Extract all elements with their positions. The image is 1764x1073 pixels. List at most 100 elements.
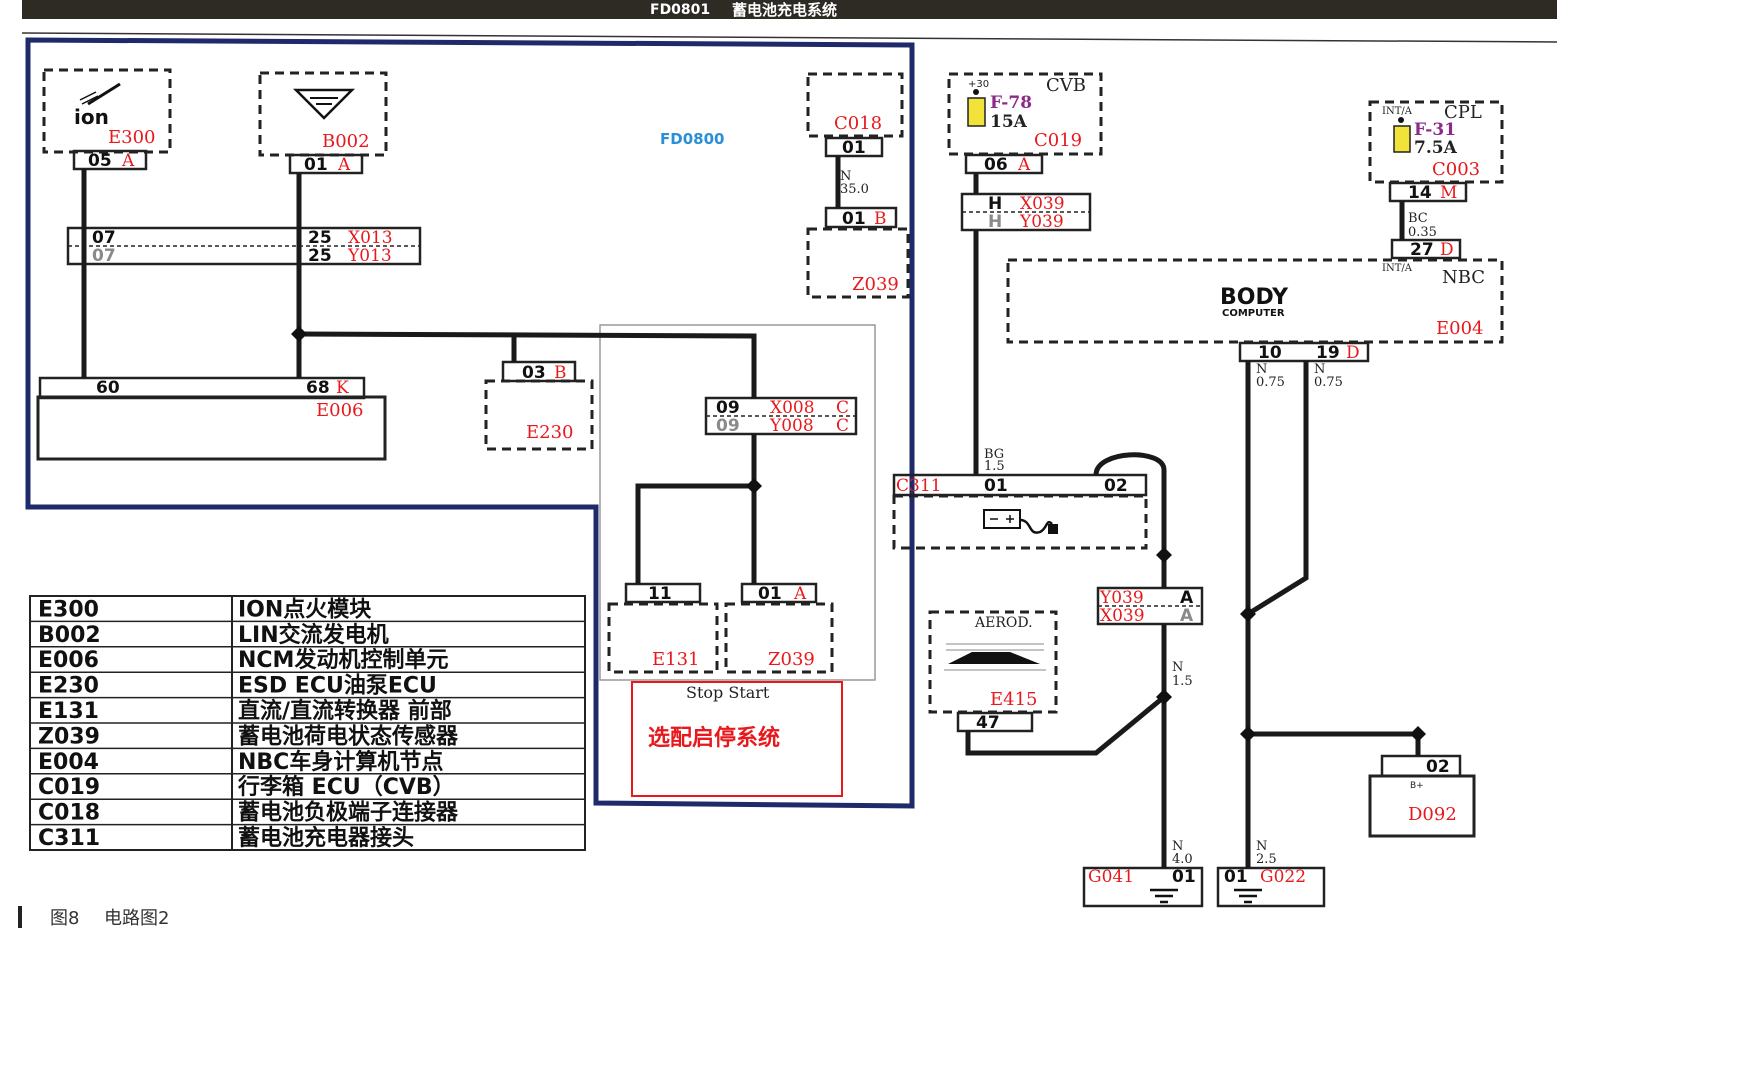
- x008-label-bottom: Y008: [769, 416, 814, 436]
- g041-wire-mid-size: 1.5: [1172, 674, 1193, 689]
- e004-label: E004: [1436, 318, 1484, 339]
- b002-pin: 01: [304, 155, 328, 175]
- b002-label: B002: [322, 131, 370, 152]
- splice-node: [1240, 726, 1256, 742]
- ignition-coil-icon: [79, 82, 121, 106]
- e230-label: E230: [526, 422, 574, 443]
- e300-pin-suffix: A: [121, 151, 135, 171]
- g041-wire-size: 4.0: [1172, 852, 1193, 867]
- e004-pin-b-suffix: D: [1346, 343, 1360, 363]
- x039-top-label-top: X039: [1020, 194, 1065, 214]
- header-code: FD0801: [650, 2, 710, 18]
- splice-node: [1156, 547, 1172, 563]
- z039-top-label: Z039: [852, 274, 899, 295]
- d092-sub: B+: [1410, 781, 1424, 791]
- b002-pin-suffix: A: [337, 155, 351, 175]
- g041-wire-code: N: [1172, 839, 1183, 854]
- component-c003: INT/A CPL F-31 7.5A C003 14 M BC 0.35: [1368, 100, 1504, 240]
- e004-wire-b-code: N: [1314, 362, 1325, 377]
- component-e230: 03 B E230: [484, 360, 594, 451]
- splice-node: [1156, 689, 1172, 705]
- ref-link-fd0800[interactable]: FD0800: [660, 130, 724, 148]
- legend-code: E230: [38, 674, 99, 699]
- component-d092: 02 B+ D092: [1368, 754, 1476, 838]
- c003-fuse: F-31: [1414, 120, 1456, 140]
- legend-code: C018: [38, 801, 100, 826]
- e131-label: E131: [652, 649, 700, 670]
- alternator-icon: [292, 88, 356, 120]
- c311-pin-b: 02: [1104, 476, 1128, 496]
- z039-top-pin: 01: [842, 209, 866, 229]
- x008-label-top-suffix: C: [836, 398, 849, 418]
- component-c019: +30 CVB F-78 15A C019 06 A: [947, 72, 1103, 175]
- component-c311: BG 1.5 C311 01 02: [892, 447, 1148, 550]
- splice-node: [1240, 606, 1256, 622]
- legend-code: E006: [38, 648, 99, 673]
- c311-label: C311: [896, 476, 941, 496]
- e004-wire-a-code: N: [1256, 362, 1267, 377]
- c018-pin: 01: [842, 138, 866, 158]
- d092-pin: 02: [1426, 757, 1450, 777]
- z039-bottom-pin: 01: [758, 584, 782, 604]
- x039-top-pin: H: [988, 194, 1002, 214]
- e006-pin-b: 68: [306, 378, 330, 398]
- y039-bottom-label-top: Y039: [1099, 588, 1144, 608]
- e006-pin-a: 60: [96, 378, 120, 398]
- aero-car-icon: [944, 643, 1046, 671]
- c003-label: C003: [1432, 159, 1480, 180]
- c018-wire-size: 35.0: [840, 182, 869, 197]
- e230-pin: 03: [522, 363, 546, 383]
- c003-pin-suffix: M: [1440, 183, 1457, 203]
- stop-start-title: Stop Start: [686, 683, 770, 702]
- c003-wire-code: BC: [1408, 211, 1428, 226]
- c019-fuse: F-78: [990, 93, 1032, 113]
- header-bar: FD0801 蓄电池充电系统: [21, 0, 1558, 43]
- legend-code: C019: [38, 775, 100, 800]
- connector-x013: 07 07 25 25 X013 Y013: [66, 226, 422, 266]
- e004-subtitle: COMPUTER: [1222, 308, 1285, 319]
- x013-label-bottom: Y013: [347, 246, 392, 266]
- c019-plus: +30: [968, 79, 989, 90]
- component-e004: 27 D INT/A NBC BODY COMPUTER E004 10 19 …: [1006, 238, 1504, 390]
- splice-node: [291, 326, 307, 342]
- legend-desc: NCM发动机控制单元: [238, 647, 448, 673]
- connector-x039-top: H H X039 Y039: [960, 192, 1092, 232]
- component-e415: AEROD. E415 47: [928, 610, 1058, 733]
- e004-pin-in-suffix: D: [1440, 240, 1454, 260]
- splice-node: [746, 478, 762, 494]
- e004-pin-b: 19: [1316, 343, 1340, 363]
- component-z039-bottom: 01 A Z039: [724, 582, 834, 674]
- c019-label: C019: [1034, 130, 1082, 151]
- y039-bottom-label-bottom: X039: [1100, 606, 1145, 626]
- e004-supply: INT/A: [1382, 263, 1413, 274]
- z039-bottom-pin-suffix: A: [793, 584, 807, 604]
- c018-label: C018: [834, 113, 882, 134]
- x008-label-top: X008: [770, 398, 815, 418]
- legend-desc: 蓄电池负极端子连接器: [238, 800, 459, 826]
- caption-text: 电路图2: [104, 908, 169, 929]
- e131-pin: 11: [648, 584, 672, 604]
- x013-pin-left: 07: [92, 228, 116, 248]
- c003-box-name: CPL: [1444, 102, 1482, 123]
- c019-pin: 06: [984, 155, 1008, 175]
- x013-label-top: X013: [348, 228, 393, 248]
- x039-top-pin-gray: H: [988, 212, 1002, 232]
- c003-pin: 14: [1408, 183, 1432, 203]
- stop-start-box: Stop Start 选配启停系统: [631, 681, 843, 797]
- c311-wire-size: 1.5: [984, 459, 1005, 474]
- splice-node: [1410, 726, 1426, 742]
- e300-icon-text: ion: [74, 105, 109, 129]
- ground-icon: [1234, 888, 1262, 904]
- legend-code: Z039: [38, 724, 100, 749]
- legend-desc: ION点火模块: [238, 596, 372, 622]
- legend-code: E300: [38, 597, 99, 622]
- component-g041: N 4.0 G041 01: [1082, 839, 1204, 908]
- component-b002: B002 01 A: [258, 71, 388, 175]
- c003-supply: INT/A: [1382, 106, 1413, 117]
- legend-desc: 行李箱 ECU（CVB）: [237, 774, 455, 800]
- caption-figure: 图8: [50, 908, 79, 929]
- c019-pin-suffix: A: [1017, 155, 1031, 175]
- g041-pin: 01: [1172, 867, 1196, 887]
